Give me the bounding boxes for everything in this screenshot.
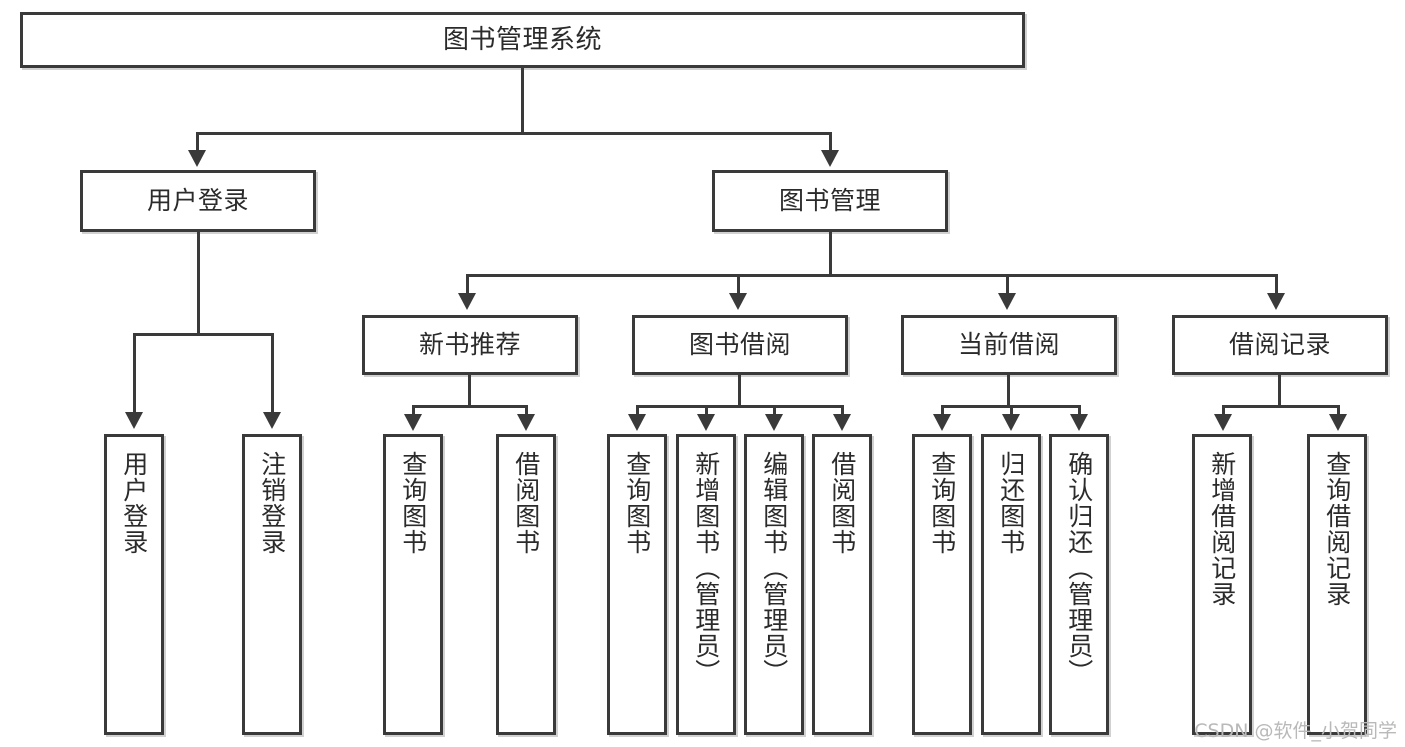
node-label: 借阅图书 bbox=[511, 451, 541, 555]
node-label: 查询借阅记录 bbox=[1322, 451, 1352, 607]
edge-user-login-branch-1 bbox=[133, 333, 136, 415]
node-label: 新书推荐 bbox=[418, 330, 521, 360]
edge-book-borrow-branch-2 bbox=[705, 405, 708, 417]
node-label: 编辑图书（管理员） bbox=[759, 451, 789, 685]
edge-book-borrow-stem bbox=[738, 375, 741, 407]
node-book-management[interactable]: 图书管理 bbox=[712, 170, 948, 232]
arrow-to-current-borrow bbox=[998, 293, 1016, 310]
edge-book-borrow-branch-1 bbox=[636, 405, 639, 417]
arrow-to-current-borrow-leaf-3 bbox=[1070, 414, 1088, 431]
arrow-to-new-book bbox=[458, 293, 476, 310]
edge-new-book-branch-2 bbox=[525, 405, 528, 417]
edge-root-to-user-login bbox=[196, 132, 199, 154]
edge-current-borrow-branch-1 bbox=[941, 405, 944, 417]
arrow-to-current-borrow-leaf-2 bbox=[1002, 414, 1020, 431]
leaf-user-login[interactable]: 用户登录 bbox=[104, 434, 164, 735]
arrow-to-new-book-leaf-2 bbox=[517, 414, 535, 431]
node-label: 新增借阅记录 bbox=[1207, 451, 1237, 607]
arrow-to-new-book-leaf-1 bbox=[404, 414, 422, 431]
edge-root-bus bbox=[196, 132, 832, 135]
leaf-borrow-record-query-record[interactable]: 查询借阅记录 bbox=[1307, 434, 1367, 735]
node-borrow-record[interactable]: 借阅记录 bbox=[1172, 315, 1388, 375]
arrow-to-book-borrow-leaf-1 bbox=[628, 414, 646, 431]
edge-book-mgmt-branch-3 bbox=[1006, 274, 1009, 296]
arrow-to-book-borrow-leaf-4 bbox=[833, 414, 851, 431]
edge-book-borrow-bus bbox=[636, 405, 843, 408]
edge-borrow-record-branch-2 bbox=[1337, 405, 1340, 417]
edge-book-mgmt-branch-1 bbox=[466, 274, 469, 296]
node-label: 查询图书 bbox=[398, 451, 428, 555]
node-book-borrow[interactable]: 图书借阅 bbox=[632, 315, 848, 375]
edge-book-borrow-branch-3 bbox=[773, 405, 776, 417]
leaf-book-borrow-query-book[interactable]: 查询图书 bbox=[607, 434, 667, 735]
edge-user-login-stem bbox=[197, 232, 200, 335]
node-label: 注销登录 bbox=[257, 451, 287, 555]
node-current-borrow[interactable]: 当前借阅 bbox=[901, 315, 1117, 375]
arrow-to-book-borrow-leaf-3 bbox=[765, 414, 783, 431]
edge-current-borrow-branch-2 bbox=[1010, 405, 1013, 417]
node-label: 借阅图书 bbox=[827, 451, 857, 555]
node-label: 用户登录 bbox=[119, 451, 149, 555]
leaf-current-borrow-confirm-return[interactable]: 确认归还（管理员） bbox=[1049, 434, 1109, 735]
leaf-user-logout[interactable]: 注销登录 bbox=[242, 434, 302, 735]
node-user-login[interactable]: 用户登录 bbox=[80, 170, 316, 232]
node-label: 图书借阅 bbox=[688, 330, 791, 360]
edge-borrow-record-branch-1 bbox=[1222, 405, 1225, 417]
edge-borrow-record-stem bbox=[1278, 375, 1281, 407]
edge-book-mgmt-branch-2 bbox=[737, 274, 740, 296]
leaf-borrow-record-add-record[interactable]: 新增借阅记录 bbox=[1192, 434, 1252, 735]
node-label: 查询图书 bbox=[622, 451, 652, 555]
leaf-current-borrow-query-book[interactable]: 查询图书 bbox=[912, 434, 972, 735]
node-label: 归还图书 bbox=[996, 451, 1026, 555]
edge-new-book-bus bbox=[412, 405, 528, 408]
arrow-to-book-borrow bbox=[729, 293, 747, 310]
arrow-to-borrow-record-leaf-1 bbox=[1214, 414, 1232, 431]
edge-borrow-record-bus bbox=[1222, 405, 1340, 408]
arrow-to-borrow-record-leaf-2 bbox=[1329, 414, 1347, 431]
edge-book-borrow-branch-4 bbox=[841, 405, 844, 417]
leaf-book-borrow-edit-book[interactable]: 编辑图书（管理员） bbox=[744, 434, 804, 735]
edge-book-mgmt-branch-4 bbox=[1275, 274, 1278, 296]
edge-book-mgmt-bus bbox=[466, 274, 1278, 277]
edge-new-book-branch-1 bbox=[412, 405, 415, 417]
node-label: 借阅记录 bbox=[1228, 330, 1331, 360]
node-label: 确认归还（管理员） bbox=[1064, 451, 1094, 685]
edge-root-stem bbox=[521, 68, 524, 134]
arrow-to-user-login-leaf-2 bbox=[263, 412, 281, 429]
edge-current-borrow-branch-3 bbox=[1078, 405, 1081, 417]
node-label: 图书管理系统 bbox=[442, 24, 602, 55]
node-label: 用户登录 bbox=[146, 186, 249, 216]
node-label: 查询图书 bbox=[927, 451, 957, 555]
node-root-system[interactable]: 图书管理系统 bbox=[20, 12, 1025, 68]
edge-user-login-branch-2 bbox=[271, 333, 274, 415]
node-label: 新增图书（管理员） bbox=[691, 451, 721, 685]
edge-book-mgmt-stem bbox=[829, 232, 832, 276]
leaf-current-borrow-return-book[interactable]: 归还图书 bbox=[981, 434, 1041, 735]
edge-new-book-stem bbox=[468, 375, 471, 407]
arrow-to-borrow-record bbox=[1267, 293, 1285, 310]
node-label: 图书管理 bbox=[778, 186, 881, 216]
arrow-to-user-login bbox=[188, 150, 206, 167]
leaf-new-book-query-book[interactable]: 查询图书 bbox=[383, 434, 443, 735]
edge-user-login-bus bbox=[133, 333, 274, 336]
arrow-to-book-mgmt bbox=[821, 150, 839, 167]
arrow-to-current-borrow-leaf-1 bbox=[933, 414, 951, 431]
leaf-book-borrow-borrow-book[interactable]: 借阅图书 bbox=[812, 434, 872, 735]
edge-current-borrow-stem bbox=[1007, 375, 1010, 407]
leaf-book-borrow-add-book[interactable]: 新增图书（管理员） bbox=[676, 434, 736, 735]
leaf-new-book-borrow-book[interactable]: 借阅图书 bbox=[496, 434, 556, 735]
arrow-to-book-borrow-leaf-2 bbox=[697, 414, 715, 431]
node-label: 当前借阅 bbox=[957, 330, 1060, 360]
node-new-book-recommend[interactable]: 新书推荐 bbox=[362, 315, 578, 375]
edge-root-to-book-mgmt bbox=[829, 132, 832, 154]
arrow-to-user-login-leaf-1 bbox=[125, 412, 143, 429]
